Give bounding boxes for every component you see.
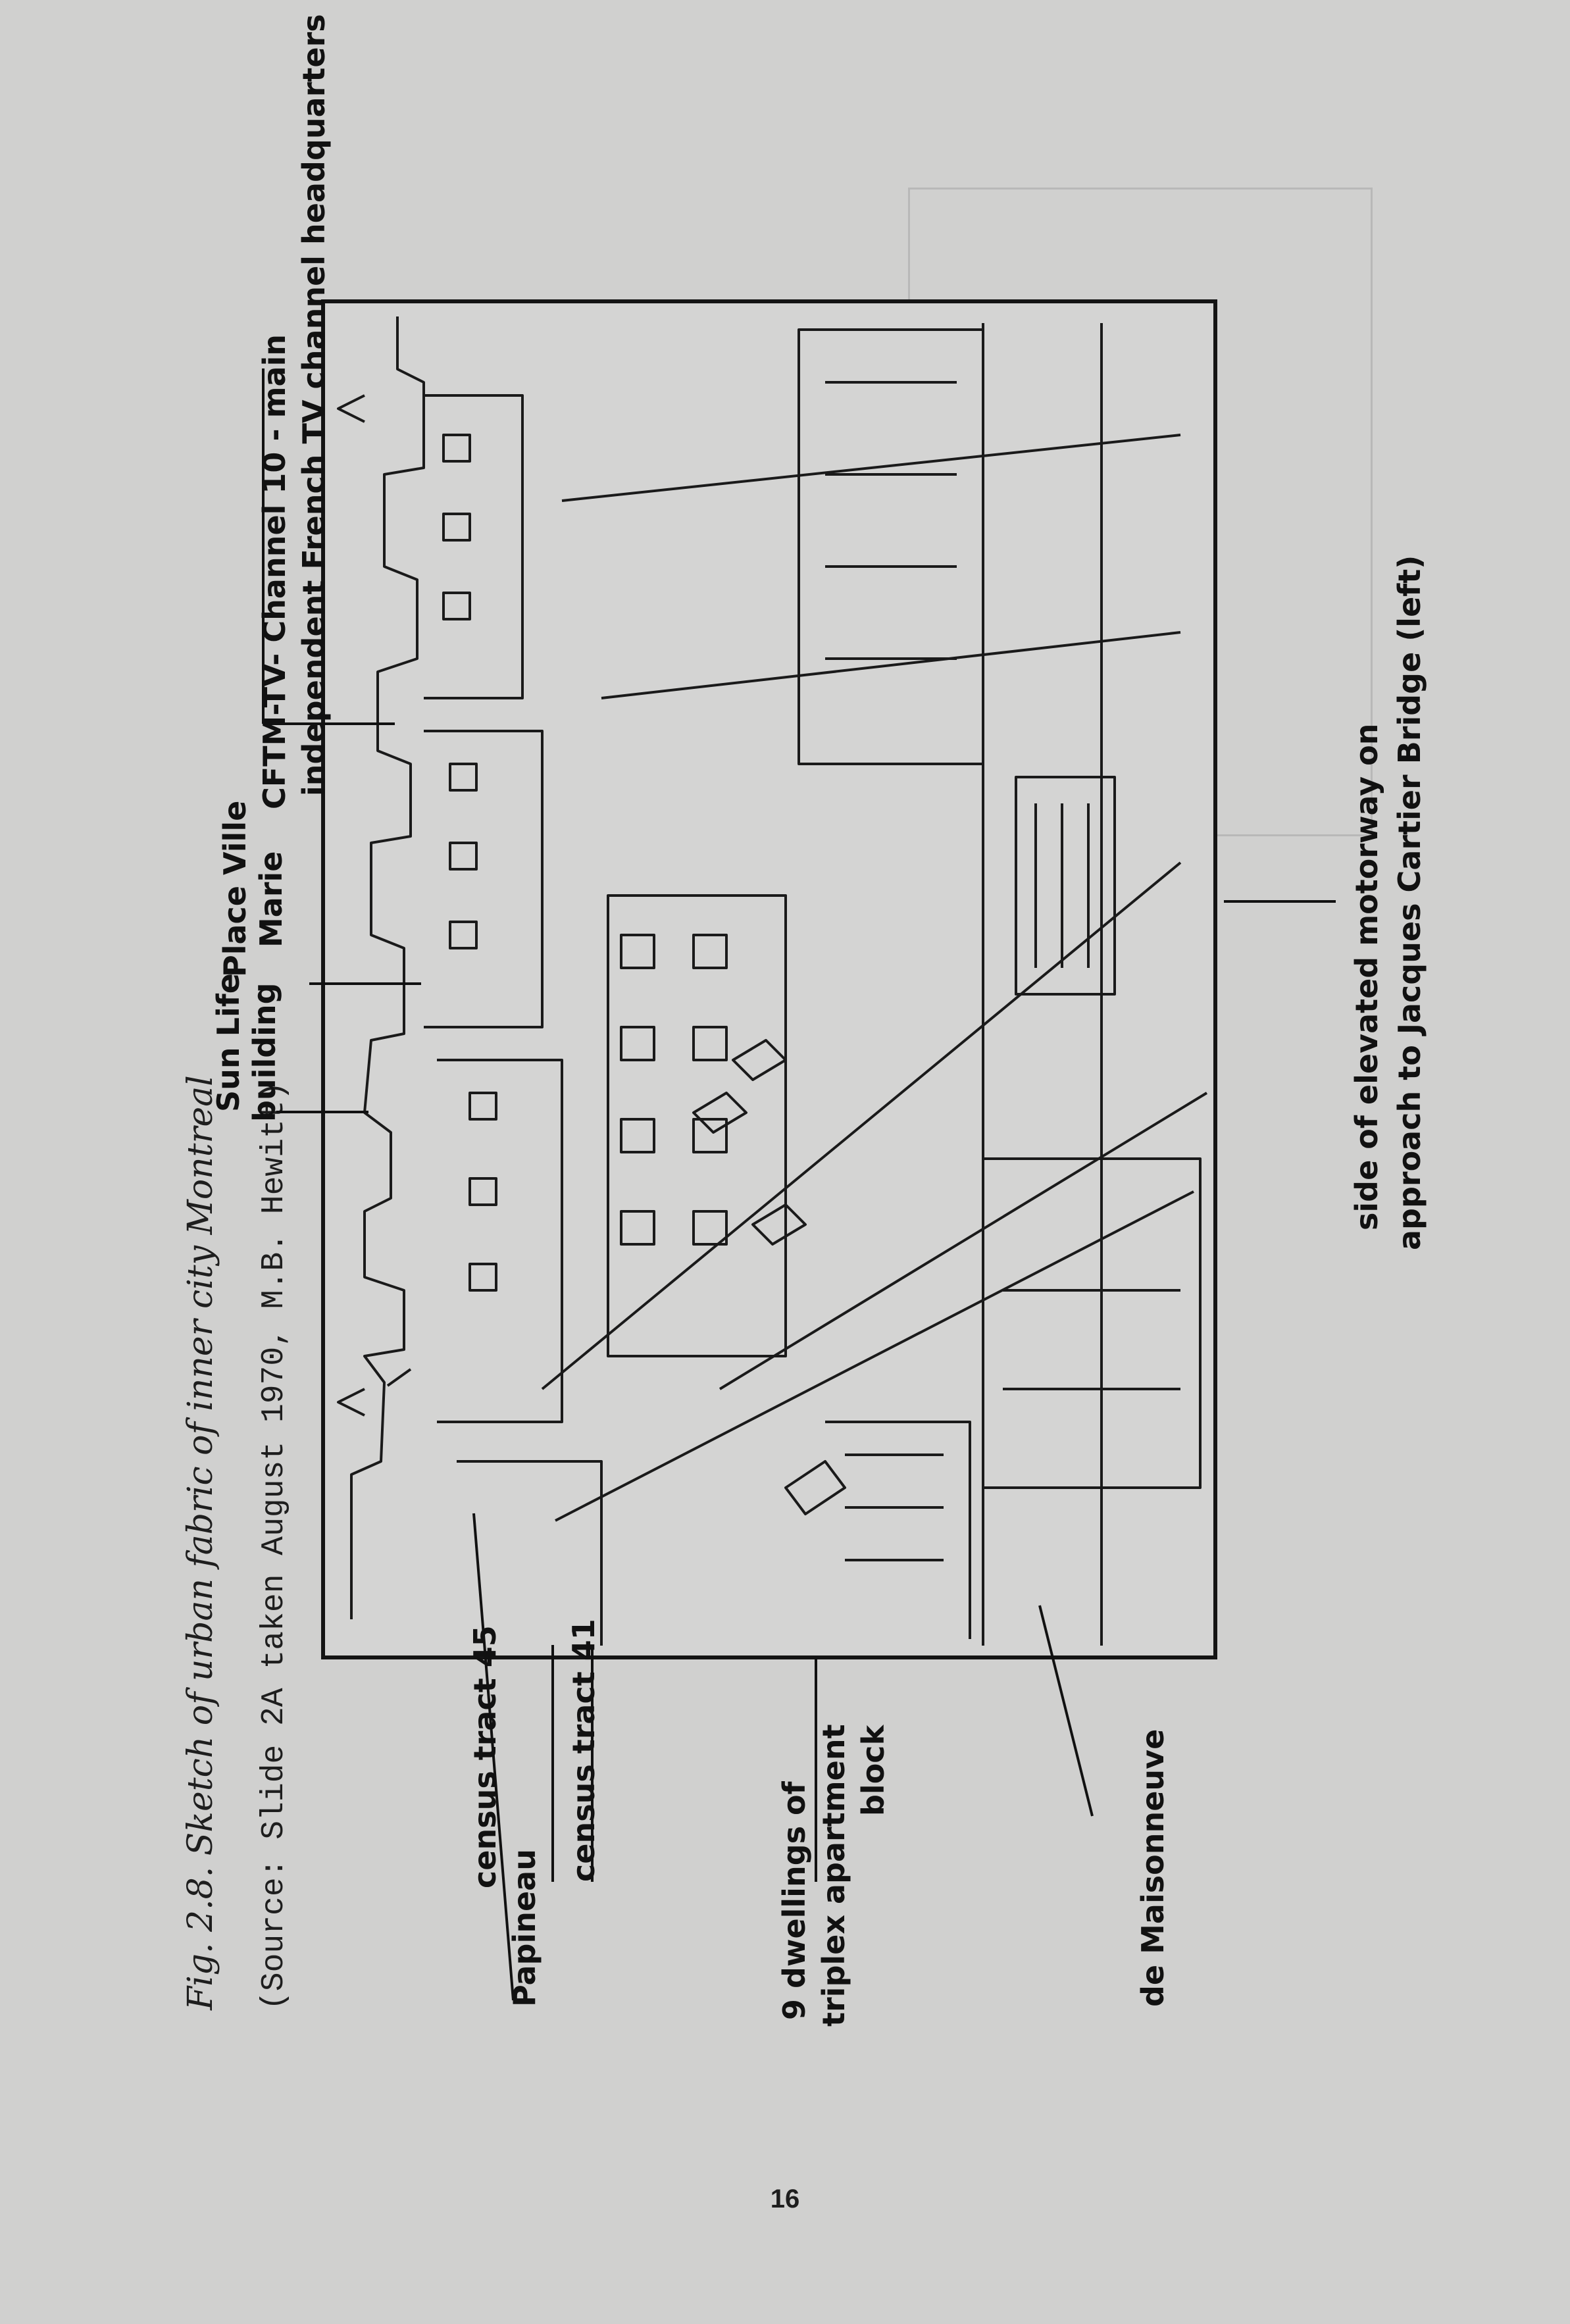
sketch-illustration [321,299,1217,1659]
page-number: 16 [770,2185,800,2213]
sketch-drawing [337,316,1208,1646]
